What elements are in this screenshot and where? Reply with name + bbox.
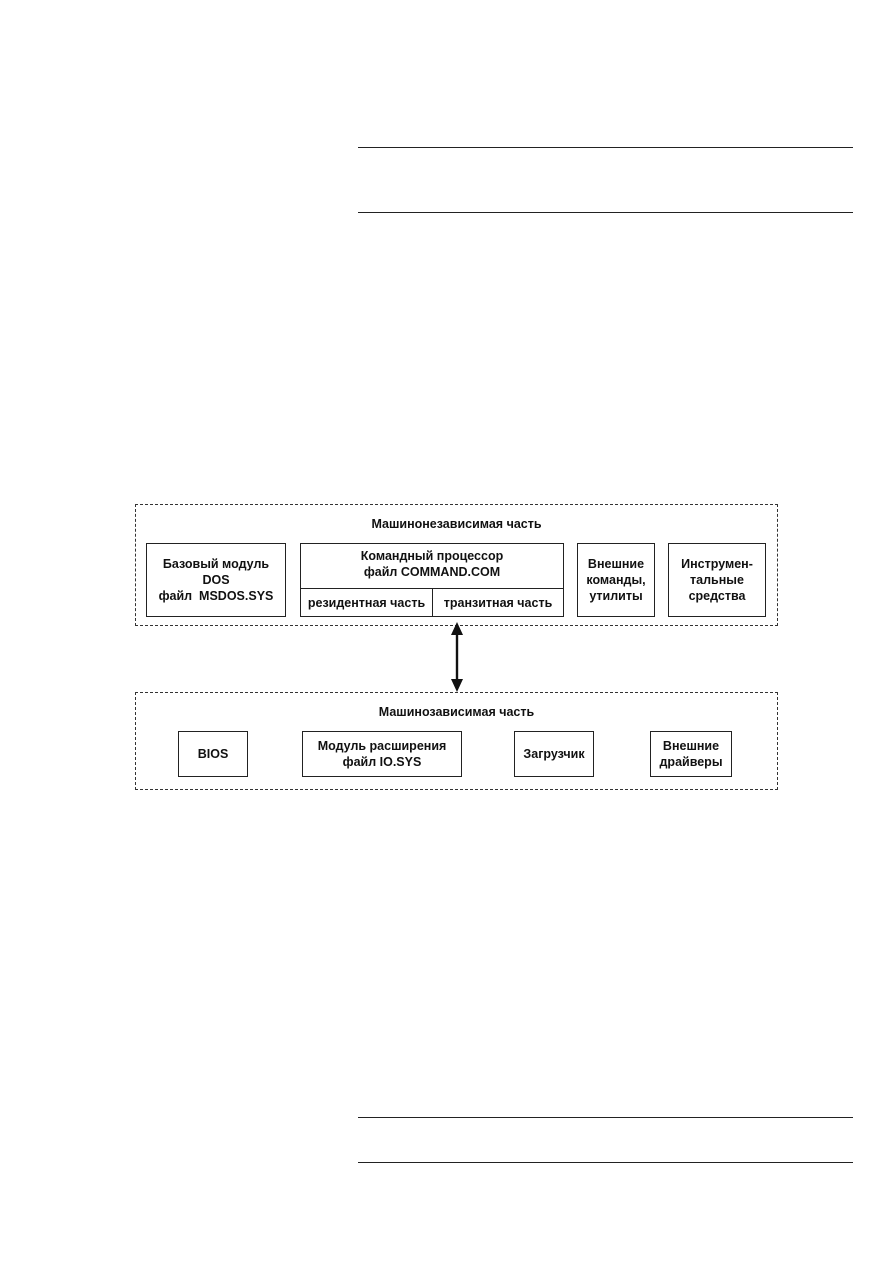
command-processor-line-2: файл COMMAND.COM (363, 565, 501, 579)
transient-part: транзитная часть (433, 588, 563, 616)
loader-box: Загрузчик (514, 731, 594, 777)
base-module-line-3: файл MSDOS.SYS (158, 589, 274, 603)
bios-box: BIOS (178, 731, 248, 777)
command-processor-line-1: Командный процессор (360, 549, 504, 563)
machine-independent-section: Машинонезависимая часть Базовый модуль D… (135, 504, 778, 626)
external-commands-line-1: Внешние (587, 557, 645, 571)
machine-independent-title: Машинонезависимая часть (371, 517, 542, 531)
double-arrow-icon (451, 622, 463, 692)
base-module-line-2: DOS (202, 573, 230, 587)
loader-label: Загрузчик (523, 747, 585, 761)
external-drivers-line-2: драйверы (659, 755, 723, 769)
external-drivers-line-1: Внешние (662, 739, 720, 753)
external-commands-box: Внешние команды, утилиты (577, 543, 655, 617)
tools-box: Инструмен- тальные средства (668, 543, 766, 617)
extension-module-line-1: Модуль расширения (317, 739, 447, 753)
external-commands-line-3: утилиты (589, 589, 643, 603)
extension-module-line-2: файл IO.SYS (342, 755, 422, 769)
tools-line-2: тальные (690, 573, 744, 587)
base-module-line-1: Базовый модуль (162, 557, 270, 571)
tools-line-3: средства (688, 589, 746, 603)
base-module-box: Базовый модуль DOS файл MSDOS.SYS (146, 543, 286, 617)
extension-module-box: Модуль расширения файл IO.SYS (302, 731, 462, 777)
external-drivers-box: Внешние драйверы (650, 731, 732, 777)
bios-label: BIOS (197, 747, 229, 761)
header-rule-bottom (358, 212, 853, 213)
resident-part: резидентная часть (301, 588, 433, 616)
command-processor-box: Командный процессор файл COMMAND.COM рез… (300, 543, 564, 617)
footer-rule-top (358, 1117, 853, 1118)
tools-line-1: Инструмен- (681, 557, 753, 571)
external-commands-line-2: команды, (586, 573, 646, 587)
footer-rule-bottom (358, 1162, 853, 1163)
machine-dependent-title: Машинозависимая часть (378, 705, 535, 719)
machine-dependent-section: Машинозависимая часть BIOS Модуль расшир… (135, 692, 778, 790)
header-rule-top (358, 147, 853, 148)
